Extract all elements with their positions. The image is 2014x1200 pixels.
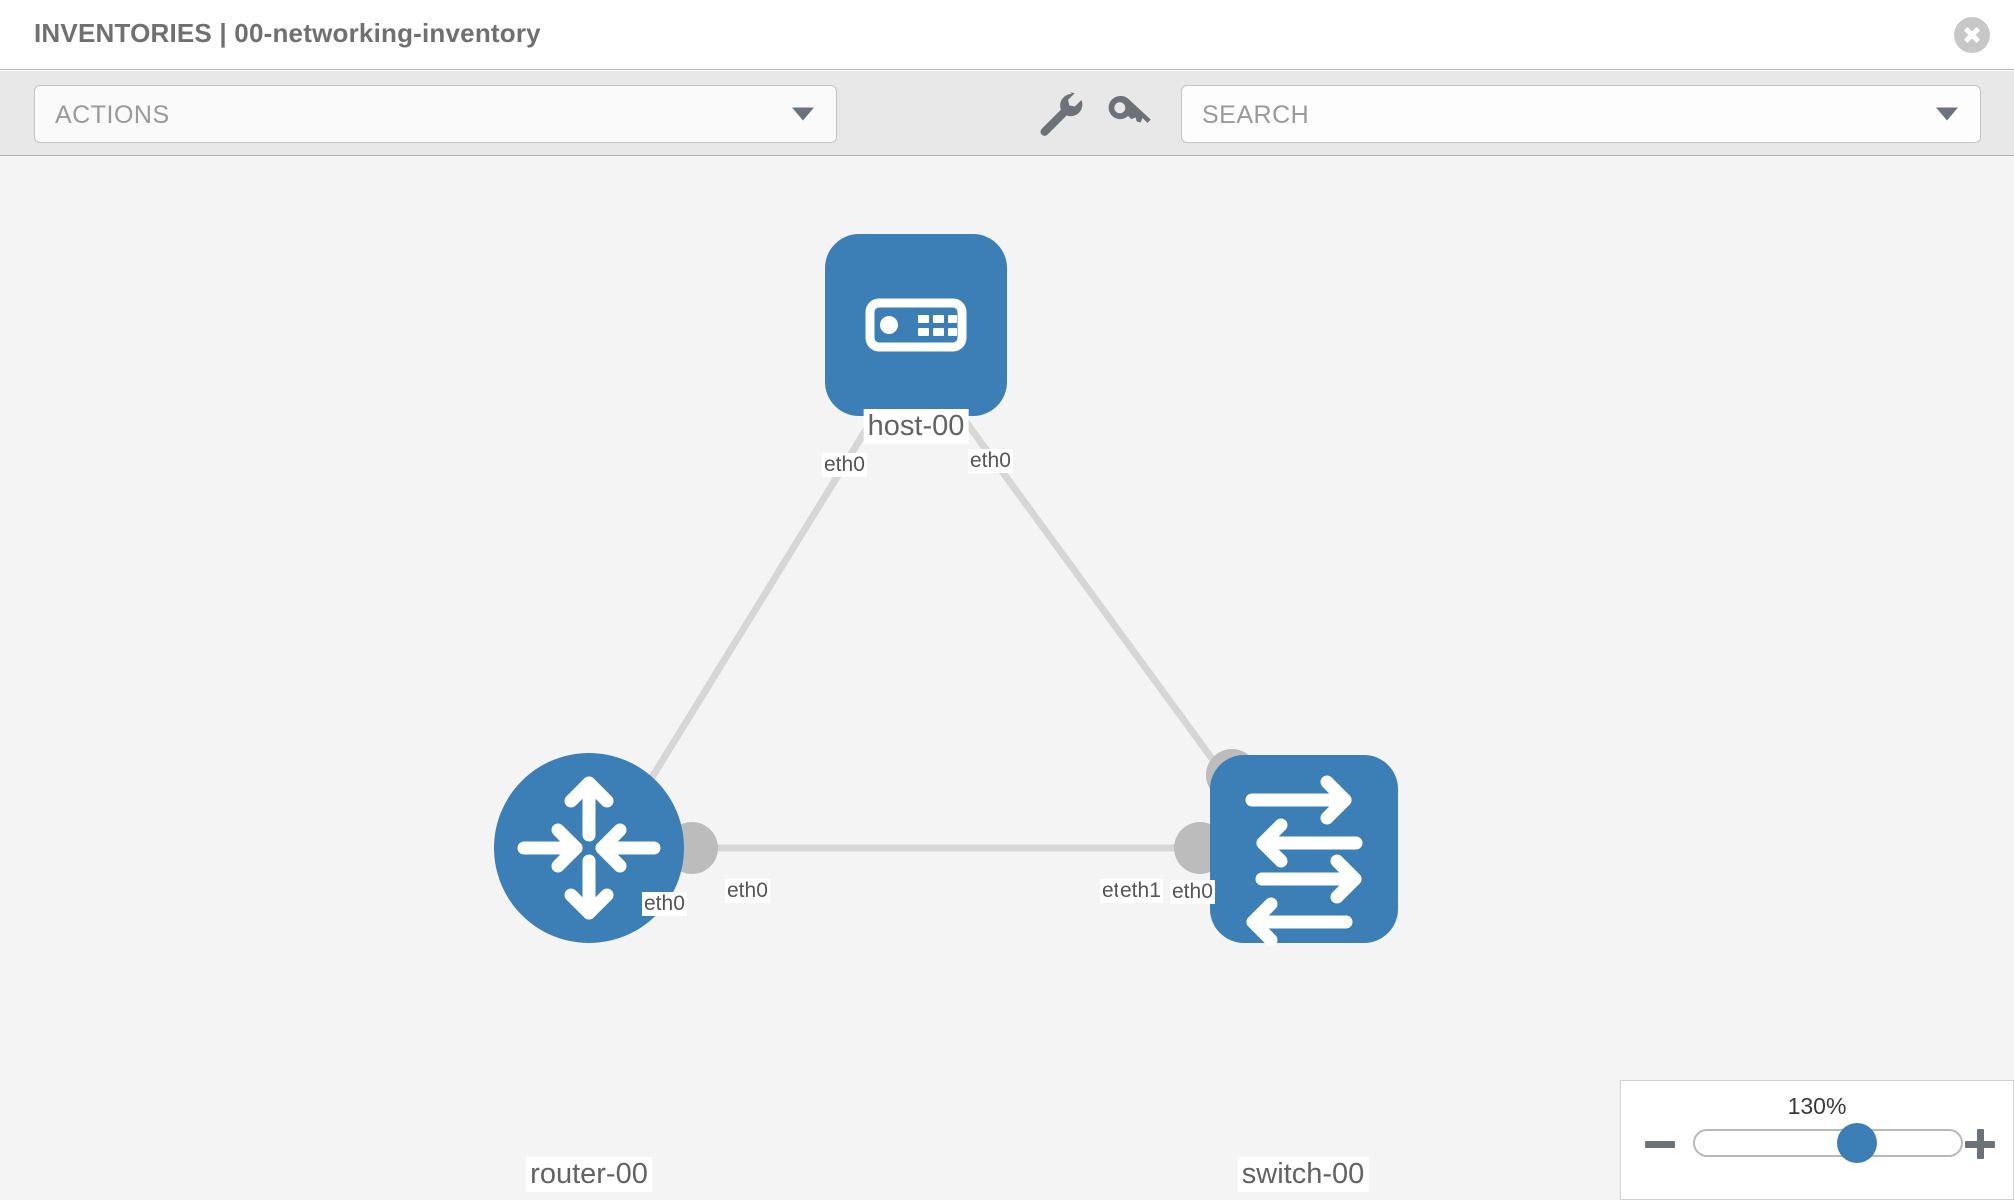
node-switch-00	[1210, 755, 1398, 947]
router-arrows-icon	[517, 776, 661, 920]
node-host-00	[825, 234, 1007, 416]
edge-label-host00-eth0-right: eth0	[968, 449, 1013, 473]
server-icon	[865, 298, 967, 352]
chevron-down-icon	[792, 107, 814, 121]
zoom-slider-handle[interactable]	[1837, 1123, 1878, 1163]
zoom-level-value: 130%	[1787, 1093, 1847, 1119]
edge-label-switch00-eth1-west: eth1	[1118, 879, 1163, 903]
node-router-00	[494, 753, 684, 943]
topology-canvas[interactable]: host-00 router-00 switch-00 eth0 eth0 et…	[0, 157, 2014, 1200]
edge-label-router00-eth0-east: eth0	[725, 879, 770, 903]
edge-label-host00-eth0-left: eth0	[822, 453, 867, 477]
server-icon-vents	[918, 315, 957, 336]
window-header: INVENTORIES | 00-networking-inventory	[0, 0, 2014, 70]
plus-icon[interactable]	[1965, 1129, 1995, 1159]
page-title: INVENTORIES | 00-networking-inventory	[34, 18, 541, 48]
minus-icon[interactable]	[1645, 1129, 1675, 1159]
server-icon-led	[880, 316, 898, 334]
chevron-down-icon	[1936, 107, 1958, 121]
search-placeholder: SEARCH	[1202, 101, 1310, 129]
actions-dropdown-label: ACTIONS	[55, 101, 170, 129]
node-label-switch-00: switch-00	[1237, 1157, 1369, 1192]
search-input[interactable]: SEARCH	[1181, 85, 1981, 143]
node-label-router-00: router-00	[526, 1157, 652, 1192]
zoom-slider-track[interactable]	[1693, 1123, 1963, 1163]
edge-label-switch00-eth0-uplink: eth0	[1170, 880, 1215, 904]
actions-dropdown[interactable]: ACTIONS	[34, 85, 837, 143]
key-icon[interactable]	[1102, 89, 1152, 139]
close-icon[interactable]	[1954, 17, 1990, 53]
wrench-icon[interactable]	[1035, 89, 1085, 139]
topology-graph	[494, 234, 1398, 947]
edge-label-router00-eth0-uplink: eth0	[642, 892, 687, 916]
node-label-host-00: host-00	[863, 409, 969, 444]
switch-arrows-icon	[1245, 775, 1363, 947]
zoom-control-panel: 130%	[1620, 1080, 2014, 1200]
toolbar: ACTIONS SEARCH	[0, 71, 2014, 156]
